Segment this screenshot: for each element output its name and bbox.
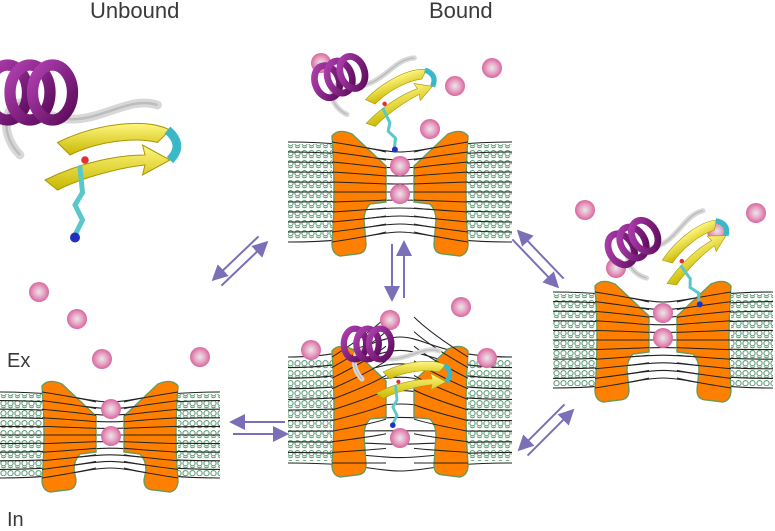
ion — [29, 282, 49, 302]
lipid-tail — [288, 463, 512, 471]
equilibrium-arrows-open-to-blocked — [392, 244, 404, 298]
ion — [101, 399, 121, 419]
toxin-beta-strand-2 — [45, 145, 170, 190]
ion — [390, 156, 410, 176]
equilibrium-arrows-blocked-to-side — [520, 404, 571, 455]
toxin-turn — [425, 68, 436, 87]
ion — [101, 426, 121, 446]
toxin-turn — [168, 130, 177, 160]
ion — [746, 203, 766, 223]
ion — [477, 348, 497, 368]
ion — [190, 347, 210, 367]
ion — [390, 428, 410, 448]
reverse-arrow — [512, 239, 556, 285]
channel-subunit-right — [124, 381, 178, 492]
equilibrium-arrows-free-to-open — [215, 236, 266, 285]
ion — [482, 58, 502, 78]
channel-subunit-left — [42, 381, 96, 492]
ion — [67, 309, 87, 329]
equilibrium-arrows-free-to-blocked — [233, 422, 285, 434]
equilibrium-arrows-open-to-side — [512, 233, 563, 286]
toxin-oxygen — [396, 380, 400, 384]
toxin-unbound — [0, 65, 177, 243]
ion — [653, 303, 673, 323]
ion — [451, 297, 471, 317]
toxin-oxygen — [81, 156, 89, 164]
toxin-lysine-amine — [390, 422, 396, 428]
state-bound-blocked — [288, 317, 512, 477]
toxin-lysine-amine — [70, 233, 80, 243]
forward-arrow — [520, 233, 564, 279]
ion — [445, 76, 465, 96]
ion — [653, 328, 673, 348]
ion — [92, 349, 112, 369]
ion — [420, 119, 440, 139]
ion — [575, 200, 595, 220]
ion — [390, 184, 410, 204]
ion — [301, 340, 321, 360]
